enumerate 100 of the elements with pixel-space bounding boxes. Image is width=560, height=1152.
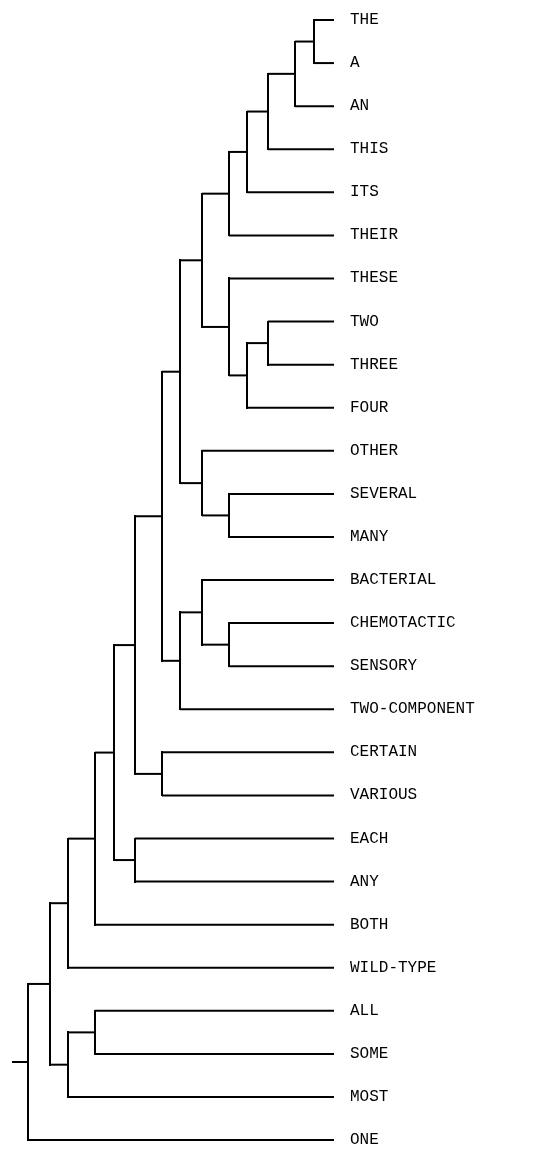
tree-junction-line: [161, 751, 163, 797]
tree-junction-line: [179, 259, 181, 485]
tree-junction-line: [267, 320, 269, 366]
tree-branch-line: [246, 342, 269, 345]
tree-branch-line: [228, 234, 335, 237]
tree-junction-line: [313, 19, 315, 65]
tree-junction-line: [246, 110, 248, 194]
tree-junction-line: [246, 342, 248, 409]
leaf-label: ONE: [334, 1129, 379, 1152]
leaf-label: TWO-COMPONENT: [334, 698, 475, 721]
tree-branch-line: [113, 859, 136, 862]
leaf-label: BACTERIAL: [334, 569, 437, 592]
tree-branch-line: [201, 325, 230, 328]
tree-branch-line: [179, 482, 203, 485]
leaf-label: BOTH: [334, 913, 389, 936]
tree-branch-line: [94, 1052, 335, 1055]
leaf-label: TWO: [334, 310, 379, 333]
tree-branch-line: [11, 1061, 29, 1063]
tree-branch-line: [67, 966, 335, 969]
tree-junction-line: [67, 1031, 69, 1098]
tree-junction-line: [27, 982, 29, 1142]
tree-branch-line: [228, 277, 335, 280]
tree-branch-line: [228, 622, 335, 625]
tree-branch-line: [228, 535, 335, 538]
tree-branch-line: [228, 665, 335, 668]
tree-junction-line: [113, 644, 115, 862]
leaf-label: SOME: [334, 1042, 389, 1065]
leaf-label: THESE: [334, 267, 398, 290]
tree-branch-line: [94, 1009, 335, 1012]
tree-junction-line: [49, 902, 51, 1066]
leaf-label: EACH: [334, 827, 389, 850]
tree-junction-line: [94, 751, 96, 926]
leaf-label: ITS: [334, 181, 379, 204]
tree-branch-line: [228, 492, 335, 495]
tree-branch-line: [27, 982, 51, 985]
tree-branch-line: [201, 192, 230, 195]
tree-branch-line: [267, 72, 296, 75]
leaf-label: THEIR: [334, 224, 398, 247]
tree-branch-line: [134, 880, 335, 883]
leaf-label: OTHER: [334, 439, 398, 462]
tree-branch-line: [313, 19, 335, 21]
leaf-label: FOUR: [334, 396, 389, 419]
tree-branch-line: [201, 514, 230, 517]
leaf-label: THE: [334, 9, 379, 31]
leaf-label: A: [334, 52, 360, 75]
tree-branch-line: [134, 515, 163, 518]
leaf-label: CERTAIN: [334, 741, 418, 764]
tree-junction-line: [201, 579, 203, 646]
tree-branch-line: [27, 1139, 335, 1142]
tree-junction-line: [179, 611, 181, 711]
tree-junction-line: [267, 72, 269, 151]
tree-branch-line: [246, 191, 335, 194]
tree-junction-line: [228, 622, 230, 668]
tree-branch-line: [179, 708, 335, 711]
leaf-label: MANY: [334, 525, 389, 548]
leaf-label: AN: [334, 95, 370, 118]
tree-junction-line: [228, 150, 230, 237]
leaf-label: SEVERAL: [334, 482, 418, 505]
tree-branch-line: [67, 1096, 335, 1098]
tree-branch-line: [313, 62, 335, 65]
tree-junction-line: [201, 449, 203, 517]
tree-branch-line: [134, 837, 335, 840]
leaf-label: THIS: [334, 138, 389, 161]
tree-junction-line: [228, 277, 230, 377]
leaf-label: THREE: [334, 353, 398, 376]
tree-branch-line: [201, 643, 230, 646]
tree-branch-line: [179, 611, 203, 614]
tree-branch-line: [201, 579, 335, 582]
tree-branch-line: [67, 837, 96, 840]
leaf-label: ALL: [334, 999, 379, 1022]
tree-junction-line: [94, 1009, 96, 1055]
tree-branch-line: [134, 772, 163, 775]
tree-branch-line: [113, 644, 136, 647]
tree-junction-line: [134, 515, 136, 775]
tree-junction-line: [134, 837, 136, 883]
tree-branch-line: [267, 363, 335, 366]
leaf-label: VARIOUS: [334, 784, 418, 807]
tree-branch-line: [267, 320, 335, 323]
tree-junction-line: [228, 492, 230, 538]
leaf-label: MOST: [334, 1086, 389, 1108]
tree-branch-line: [246, 110, 269, 113]
tree-branch-line: [294, 105, 335, 108]
tree-branch-line: [161, 751, 335, 754]
tree-branch-line: [201, 449, 335, 452]
tree-junction-line: [67, 837, 69, 969]
tree-branch-line: [267, 148, 335, 151]
tree-branch-line: [179, 259, 203, 262]
leaf-label: WILD-TYPE: [334, 956, 437, 979]
leaf-label: CHEMOTACTIC: [334, 612, 456, 635]
leaf-label: ANY: [334, 870, 379, 893]
tree-branch-line: [94, 923, 335, 926]
tree-branch-line: [67, 1031, 96, 1034]
tree-branch-line: [94, 751, 115, 754]
tree-junction-line: [201, 192, 203, 328]
tree-branch-line: [246, 406, 335, 409]
tree-branch-line: [161, 794, 335, 797]
tree-junction-line: [294, 40, 296, 108]
tree-junction-line: [161, 370, 163, 662]
tree-branch-line: [294, 40, 315, 43]
leaf-label: SENSORY: [334, 655, 418, 678]
